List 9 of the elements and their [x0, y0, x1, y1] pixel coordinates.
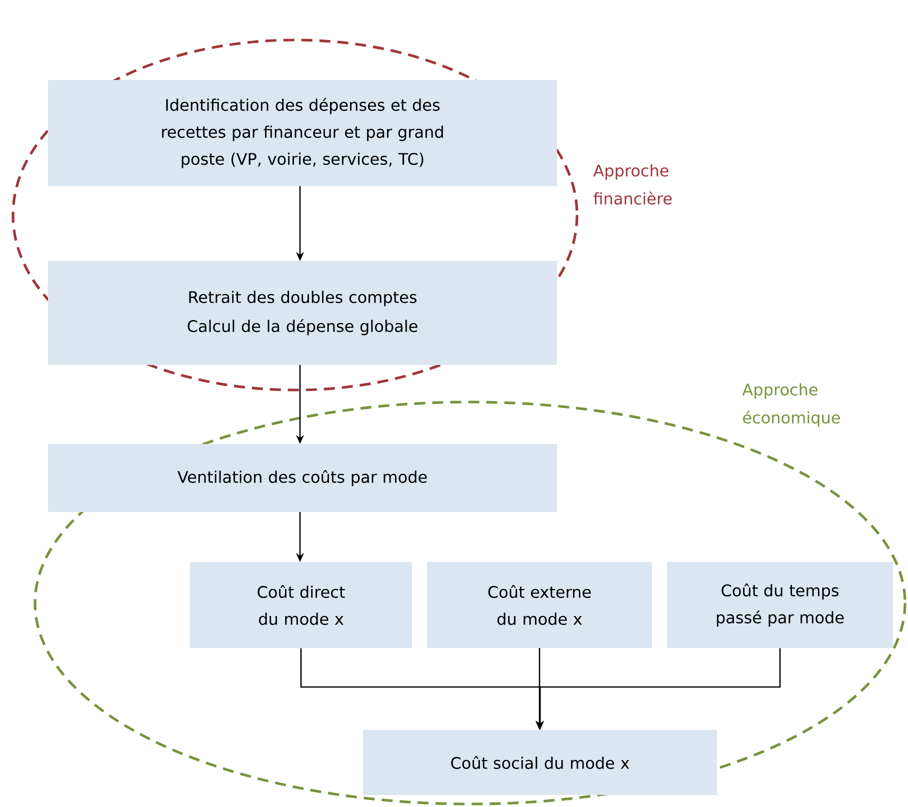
process-box: Ventilation des coûts par mode: [48, 444, 557, 512]
process-box: Retrait des doubles comptes Calcul de la dépense globale: [48, 261, 557, 365]
process-box: Coût direct du mode x: [190, 562, 412, 648]
group-label: Approche financière: [593, 164, 672, 205]
process-box: Coût externe du mode x: [427, 562, 652, 648]
process-box: Coût du temps passé par mode: [667, 562, 893, 648]
process-box: Identification des dépenses et des recettes par financeur et par grand poste (VP, voirie, services, TC): [48, 80, 557, 186]
group-label: Approche économique: [742, 383, 840, 427]
process-box: Coût social du mode x: [363, 730, 717, 795]
